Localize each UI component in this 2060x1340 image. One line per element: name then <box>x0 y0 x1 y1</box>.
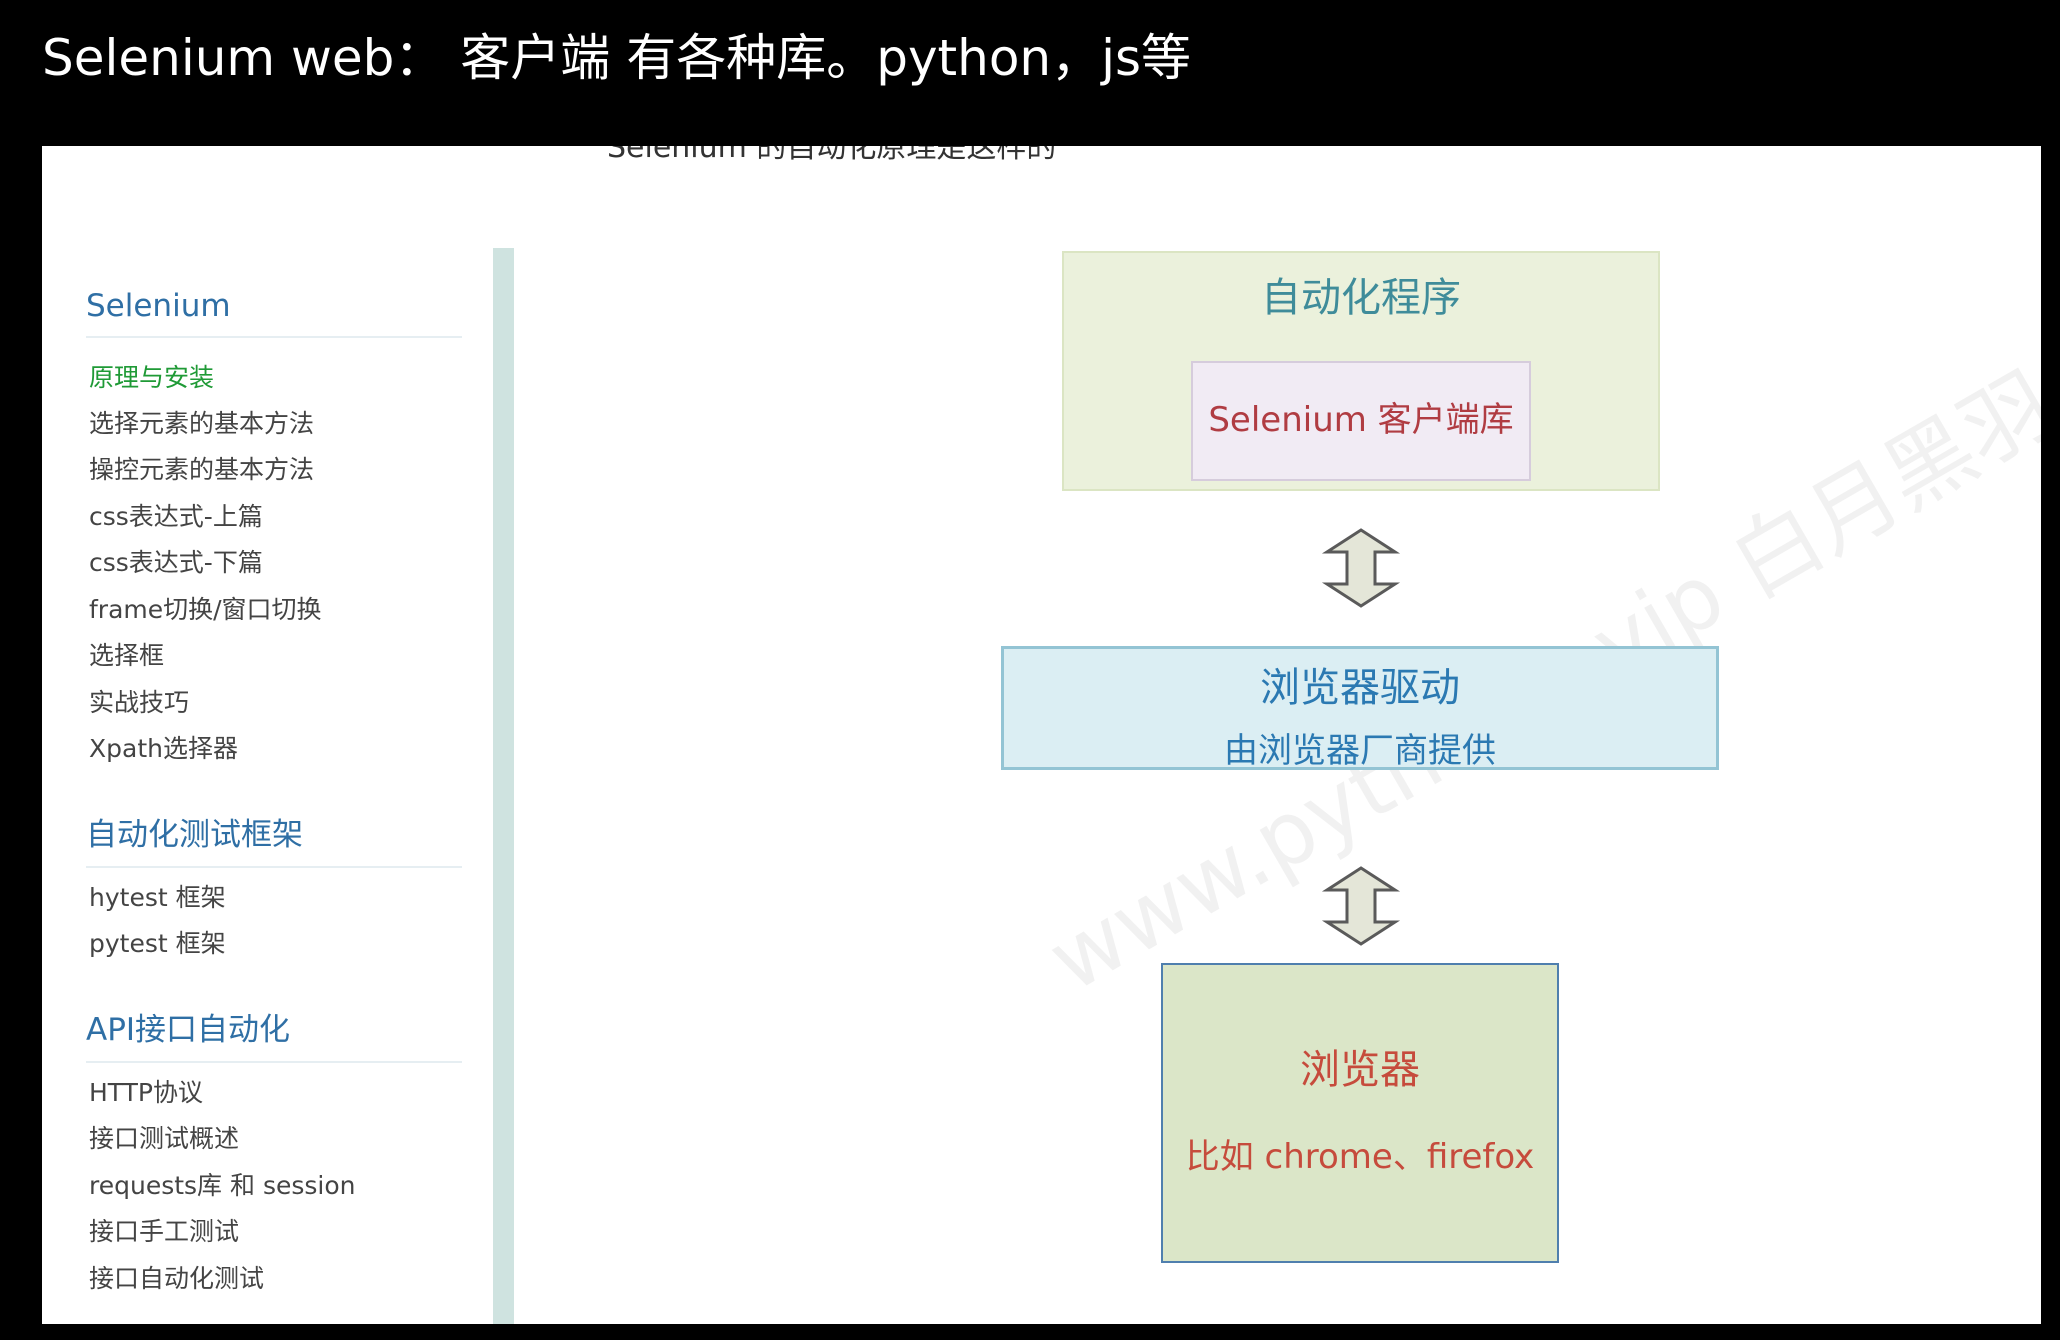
nav-item-operate-elements[interactable]: 操控元素的基本方法 <box>89 455 315 484</box>
automation-program-box: 自动化程序 Selenium 客户端库 <box>1062 251 1660 491</box>
nav-item-tips[interactable]: 实战技巧 <box>89 688 190 717</box>
selenium-client-lib-box: Selenium 客户端库 <box>1191 361 1531 481</box>
browser-driver-box: 浏览器驱动 由浏览器厂商提供 <box>1001 646 1719 771</box>
nav-item-principle-install[interactable]: 原理与安装 <box>89 363 215 392</box>
section-selenium[interactable]: Selenium <box>86 288 462 338</box>
automation-program-title: 自动化程序 <box>1261 275 1461 321</box>
nav-item-http[interactable]: HTTP协议 <box>89 1078 203 1107</box>
section-test-framework[interactable]: 自动化测试框架 <box>86 809 462 868</box>
section-api-automation[interactable]: API接口自动化 <box>86 1004 462 1063</box>
double-arrow-icon <box>1321 528 1401 608</box>
browser-driver-title: 浏览器驱动 <box>1260 665 1460 711</box>
double-arrow-icon <box>1321 866 1401 946</box>
sidebar-nav: Selenium 原理与安装 选择元素的基本方法 操控元素的基本方法 css表达… <box>42 146 472 1324</box>
nav-item-auto-test[interactable]: 接口自动化测试 <box>89 1264 265 1293</box>
nav-item-css-part2[interactable]: css表达式-下篇 <box>89 548 263 577</box>
browser-title: 浏览器 <box>1300 1047 1420 1093</box>
nav-item-requests[interactable]: requests库 和 session <box>89 1171 356 1200</box>
cut-caption: Selenium 的自动化原理是这样的 <box>607 146 1057 165</box>
nav-item-manual-test[interactable]: 接口手工测试 <box>89 1217 240 1246</box>
nav-item-hytest[interactable]: hytest 框架 <box>89 883 226 912</box>
nav-item-select-box[interactable]: 选择框 <box>89 641 165 670</box>
document-panel: Selenium 的自动化原理是这样的 Selenium 原理与安装 选择元素的… <box>42 146 2041 1324</box>
nav-item-xpath[interactable]: Xpath选择器 <box>89 734 238 763</box>
nav-item-api-overview[interactable]: 接口测试概述 <box>89 1124 240 1153</box>
sidebar-divider[interactable] <box>493 248 514 1324</box>
nav-item-select-elements[interactable]: 选择元素的基本方法 <box>89 409 315 438</box>
nav-item-pytest[interactable]: pytest 框架 <box>89 929 226 958</box>
nav-item-css-part1[interactable]: css表达式-上篇 <box>89 502 263 531</box>
browser-box: 浏览器 比如 chrome、firefox <box>1161 963 1559 1263</box>
browser-driver-subtitle: 由浏览器厂商提供 <box>1224 731 1496 771</box>
nav-item-frame-window[interactable]: frame切换/窗口切换 <box>89 595 322 624</box>
overlay-banner: Selenium web： 客户端 有各种库。python，js等 <box>42 29 1192 87</box>
browser-subtitle: 比如 chrome、firefox <box>1185 1137 1535 1177</box>
